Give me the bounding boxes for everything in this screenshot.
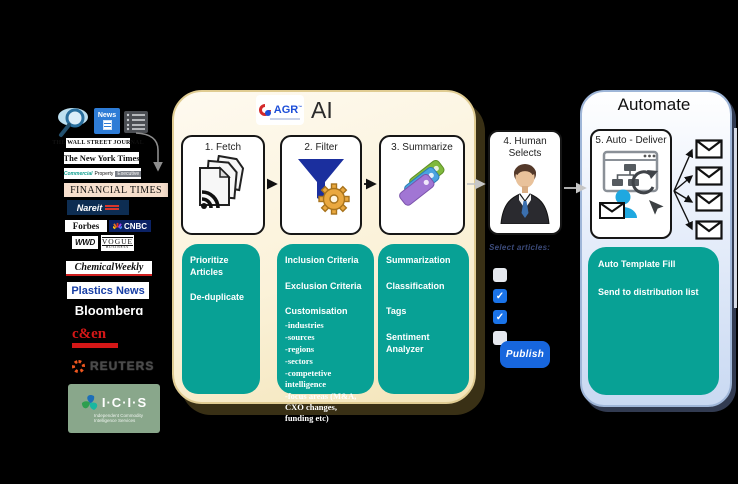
logo-bloomberg: Bloomberg	[68, 304, 150, 315]
binder-icon	[124, 111, 148, 133]
logo-icis: I·C·I·S Independent Commodity Intelligen…	[68, 384, 160, 433]
step-human-title: 4. Human Selects	[503, 136, 547, 159]
agr-caption-line	[270, 118, 300, 120]
note-inclusion: Inclusion Criteria	[285, 255, 359, 265]
agr-wordmark: AGR™	[273, 103, 303, 116]
ai-title: AI	[311, 96, 333, 123]
step-fetch-title: 1. Fetch	[204, 142, 242, 153]
envelope-icon	[695, 220, 723, 240]
note-deduplicate: De-duplicate	[190, 292, 245, 303]
logo-new-york-times: The New York Times	[63, 152, 140, 164]
news-sources-icon-cluster: News	[56, 106, 148, 138]
logo-wall-street-journal: THE WALL STREET JOURNAL	[52, 138, 144, 148]
step-filter-box: 2. Filter	[280, 135, 362, 235]
note-regions: -regions	[285, 344, 315, 355]
filter-funnel-gear-icon	[298, 159, 350, 215]
businessman-icon	[500, 164, 550, 225]
logo-financial-times: FINANCIAL TIMES	[64, 183, 168, 197]
article-checkbox-2[interactable]: ✓	[493, 289, 507, 303]
note-customisation: Customisation	[285, 306, 348, 317]
agr-mark-icon	[258, 104, 271, 116]
envelope-icon	[695, 192, 723, 212]
note-auto-template-fill: Auto Template Fill	[598, 259, 676, 269]
right-edge-fragment	[734, 128, 737, 308]
note-competitive-intelligence: -competetive intelligence	[285, 368, 332, 390]
envelope-icon	[695, 166, 723, 186]
filter-notes: Inclusion Criteria Exclusion Criteria Cu…	[277, 244, 374, 423]
cen-underline	[72, 343, 118, 348]
news-app-label: News	[97, 112, 117, 119]
step-auto-deliver-box: 5. Auto - Deliver	[590, 129, 672, 239]
note-classification: Classification	[386, 280, 445, 291]
logo-forbes: Forbes	[65, 220, 107, 232]
arrow-sources-elbow	[135, 132, 163, 172]
step-summarize-title: 3. Summarize	[391, 142, 453, 153]
cnbc-peacock-icon	[112, 222, 122, 229]
note-tags: Tags	[386, 306, 407, 317]
step-summarize-box: 3. Summarize	[379, 135, 465, 235]
automate-title: Automate	[617, 95, 691, 114]
news-app-icon: News	[94, 108, 120, 134]
logo-commercial-property-executive: Commercial Property Executive	[64, 168, 142, 179]
auto-deliver-icon	[599, 150, 667, 219]
icis-pinwheel-icon	[81, 394, 98, 410]
logo-cen: c&en	[72, 327, 120, 350]
note-exclusion: Exclusion Criteria	[285, 280, 362, 291]
summarize-notes: Summarization Classification Tags Sentim…	[378, 244, 469, 394]
note-send-distribution-list: Send to distribution list	[598, 286, 699, 297]
envelope-icon	[695, 139, 723, 159]
note-focus-areas: -focus areas (M&A, CXO changes, funding …	[285, 391, 357, 424]
note-sectors: -sectors	[285, 356, 313, 367]
news-doc-glyph	[102, 120, 112, 130]
agr-ai-brand: AGR™ AI	[256, 94, 333, 126]
nareit-tagline-bars	[105, 205, 120, 210]
automate-notes: Auto Template Fill Send to distribution …	[588, 247, 719, 395]
step-auto-deliver-title: 5. Auto - Deliver	[595, 135, 667, 146]
logo-wwd: WWD	[72, 236, 98, 249]
article-checkbox-3[interactable]: ✓	[493, 310, 507, 324]
fetch-notes: Prioritize Articles De-duplicate	[182, 244, 260, 394]
logo-plastics-news: Plastics News	[67, 282, 149, 299]
step-fetch-box: 1. Fetch	[181, 135, 265, 235]
note-summarization: Summarization	[386, 255, 451, 265]
publish-button[interactable]: Publish	[500, 341, 550, 368]
summarize-tags-icon	[399, 159, 445, 206]
note-industries: -industries	[285, 320, 324, 331]
note-prioritize: Prioritize Articles	[190, 255, 229, 277]
fetch-documents-rss-icon	[199, 154, 245, 209]
logo-vogue-business: VOGUE BUSINESS	[101, 235, 134, 251]
logo-cnbc: CNBC	[109, 220, 151, 232]
logo-reuters: REUTERS	[72, 356, 164, 376]
magnifier-icon	[58, 108, 88, 137]
note-sources: -sources	[285, 332, 315, 343]
reuters-orb-icon	[72, 359, 85, 373]
select-articles-label: Select articles:	[489, 243, 551, 252]
step-human-selects-box: 4. Human Selects	[488, 130, 562, 235]
logo-chemical-weekly: ChemicalWeekly	[66, 261, 152, 276]
article-checkbox-1[interactable]	[493, 268, 507, 282]
step-filter-title: 2. Filter	[304, 142, 338, 153]
logo-nareit: Nareit	[67, 200, 129, 215]
note-sentiment-analyzer: Sentiment Analyzer	[386, 332, 430, 354]
agr-logo: AGR™	[256, 95, 304, 125]
